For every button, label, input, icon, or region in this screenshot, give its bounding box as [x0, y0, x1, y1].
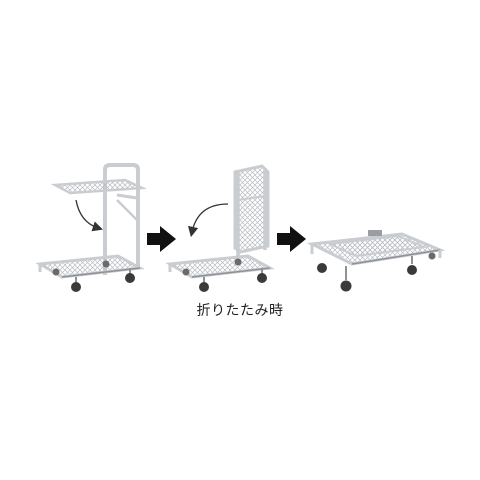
wheel-icon — [199, 277, 209, 292]
wheel-icon — [257, 268, 267, 283]
right-arrow-icon — [277, 226, 306, 252]
wheel-icon — [317, 263, 327, 273]
wheel-icon — [182, 268, 190, 276]
wheel-icon — [428, 252, 436, 260]
wheel-icon — [125, 268, 135, 283]
cart-fully-folded — [306, 230, 446, 292]
wheel-icon — [52, 268, 60, 276]
wheel-icon — [340, 266, 352, 292]
wheel-icon — [407, 256, 417, 275]
right-arrow-icon — [147, 226, 176, 252]
wheel-icon — [71, 277, 81, 292]
curved-arrow-icon — [188, 203, 229, 238]
curved-arrow-icon — [75, 199, 103, 232]
cart-two-tier — [35, 163, 147, 292]
caption-folded: 折りたたみ時 — [196, 303, 284, 319]
wheel-icon — [234, 258, 242, 266]
wheel-icon — [102, 260, 110, 268]
cart-shelf-folded — [165, 164, 275, 292]
